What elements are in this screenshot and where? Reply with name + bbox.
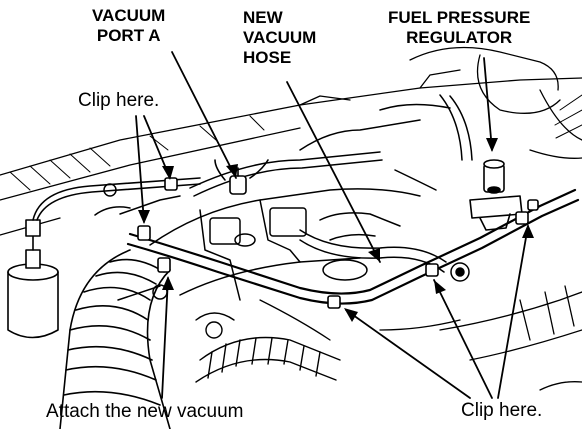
hose-clips bbox=[137, 177, 539, 309]
wire-loom bbox=[195, 312, 341, 383]
new-vacuum-hose-line-1: NEW bbox=[243, 8, 283, 27]
attach-caption: Attach the new vacuum bbox=[46, 401, 244, 422]
fuel-pressure-regulator-line-2: REGULATOR bbox=[406, 28, 513, 47]
new-vacuum-hose-label: NEW VACUUM HOSE bbox=[243, 8, 316, 68]
lower-right-hardware bbox=[259, 285, 582, 391]
vacuum-port-a-line-1: VACUUM bbox=[92, 6, 166, 25]
vacuum-port-a-label: VACUUM PORT A bbox=[92, 6, 165, 46]
new-vacuum-hose-line-2: VACUUM bbox=[243, 28, 317, 47]
upper-hoses bbox=[94, 94, 473, 216]
clip-here-label-top: Clip here. bbox=[78, 90, 160, 111]
vacuum-port-a-fitting bbox=[214, 159, 269, 195]
new-vacuum-hose-line-3: HOSE bbox=[243, 48, 292, 67]
fuel-pressure-regulator-label: FUEL PRESSURE REGULATOR bbox=[388, 8, 530, 48]
new-vacuum-hose bbox=[126, 188, 580, 305]
clip-here-label-bottom: Clip here. bbox=[461, 400, 543, 421]
firewall-hatching bbox=[9, 94, 582, 191]
vacuum-port-a-line-2: PORT A bbox=[96, 26, 161, 45]
intake-manifold bbox=[117, 188, 421, 301]
leader-lines bbox=[135, 51, 529, 399]
air-intake-duct bbox=[59, 249, 171, 429]
leader-arrowheads bbox=[138, 138, 534, 322]
vacuum-gauge-canister bbox=[7, 177, 201, 339]
fuel-pressure-regulator-line-1: FUEL PRESSURE bbox=[388, 8, 531, 27]
fuel-pressure-regulator bbox=[469, 159, 523, 231]
